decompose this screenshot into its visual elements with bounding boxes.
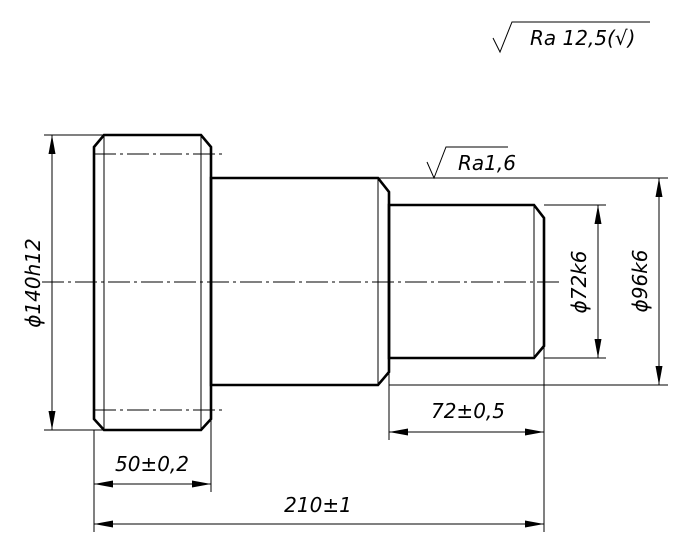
surface-roughness-symbol: Ra1,6	[378, 146, 668, 180]
end-section	[387, 203, 546, 360]
arrowhead	[525, 520, 544, 528]
dimension-total-length: 210±1	[94, 440, 545, 532]
arrowhead	[655, 366, 663, 385]
middle-section	[209, 176, 391, 387]
arrowhead	[94, 520, 113, 528]
dimension-flange-length: 50±0,2	[93, 419, 212, 532]
flange-length-label: 50±0,2	[115, 452, 189, 476]
flange-diameter-label: ϕ140h12	[21, 238, 45, 328]
end-length-label: 72±0,5	[431, 399, 505, 423]
middle-diameter-label: ϕ96k6	[628, 250, 652, 313]
dimension-end-diameter: ϕ72k6	[544, 204, 606, 359]
end-diameter-label: ϕ72k6	[567, 251, 591, 314]
dimension-middle-diameter: ϕ96k6	[389, 178, 668, 386]
surface-roughness-label: Ra1,6	[458, 151, 516, 175]
arrowhead	[94, 480, 113, 488]
flange-section	[92, 133, 213, 432]
arrowhead	[594, 339, 602, 358]
shaft-outline	[92, 133, 546, 432]
arrowhead	[525, 428, 544, 436]
general-roughness-label: Ra 12,5(√)	[530, 26, 635, 50]
arrowhead	[48, 411, 56, 430]
general-roughness-symbol: Ra 12,5(√)	[492, 21, 650, 54]
dimension-flange-diameter: ϕ140h12	[21, 134, 104, 431]
total-length-label: 210±1	[284, 493, 352, 517]
roughness-check-mark	[492, 21, 650, 54]
arrowhead	[655, 178, 663, 197]
arrowhead	[192, 480, 211, 488]
arrowhead	[389, 428, 408, 436]
arrowhead	[48, 135, 56, 154]
dimension-end-length: 72±0,5	[388, 346, 545, 440]
axis-lines	[42, 153, 562, 411]
arrowhead	[594, 205, 602, 224]
surface-roughness-check	[426, 146, 508, 180]
